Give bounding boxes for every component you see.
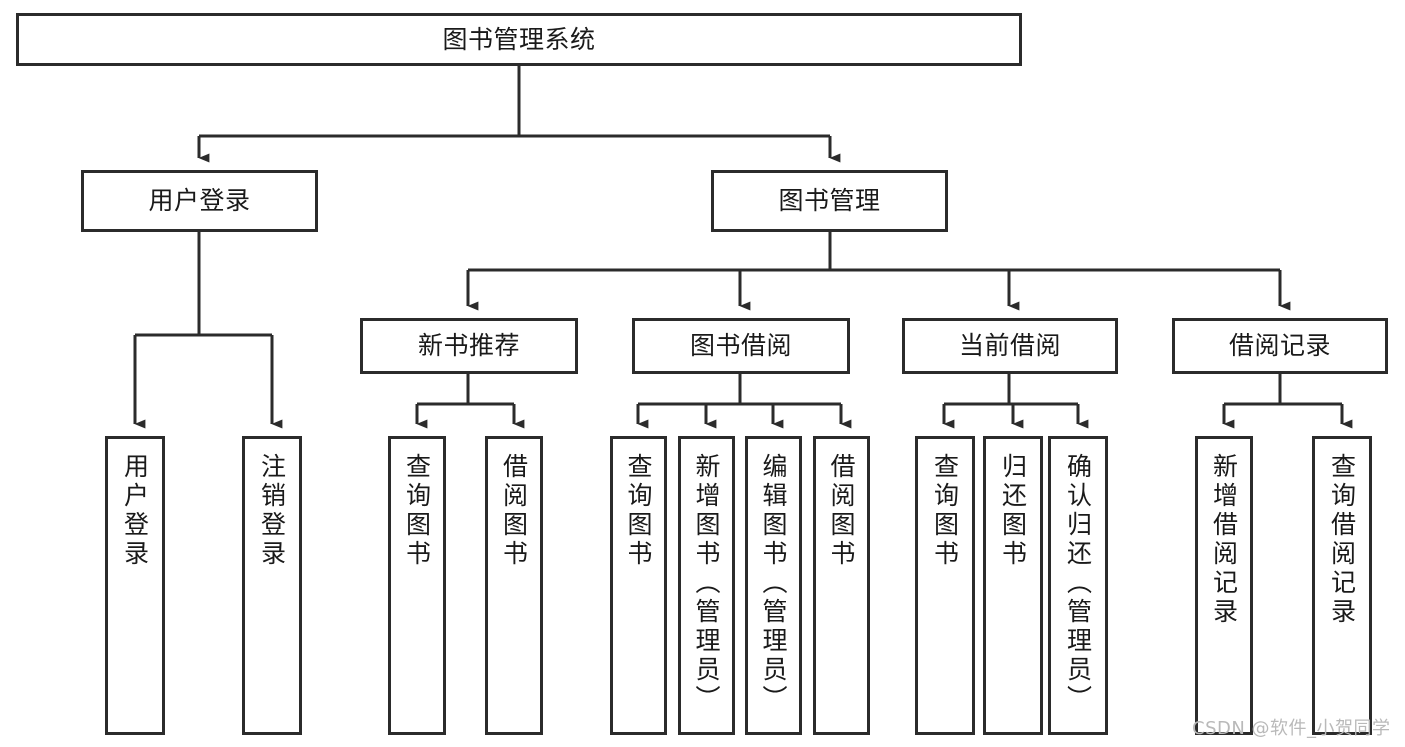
leaf-confirm-return-label: 确认归还（管理员） [1063, 453, 1093, 714]
node-borrow-record[interactable]: 借阅记录 [1172, 318, 1388, 374]
node-new-book-recommend[interactable]: 新书推荐 [360, 318, 578, 374]
leaf-edit-book[interactable]: 编辑图书（管理员） [745, 436, 802, 735]
leaf-query-book-current-label: 查询图书 [930, 453, 960, 569]
leaf-borrow-book-label: 借阅图书 [827, 453, 856, 569]
node-current-borrow-label: 当前借阅 [958, 331, 1061, 360]
leaf-borrow-book-recommend[interactable]: 借阅图书 [485, 436, 543, 735]
leaf-query-book-borrow-label: 查询图书 [624, 453, 653, 569]
leaf-edit-book-label: 编辑图书（管理员） [759, 453, 788, 714]
leaf-borrow-book[interactable]: 借阅图书 [813, 436, 870, 735]
node-user-login-label: 用户登录 [148, 186, 251, 215]
leaf-return-book-label: 归还图书 [998, 453, 1028, 569]
leaf-user-login[interactable]: 用户登录 [105, 436, 165, 735]
node-current-borrow[interactable]: 当前借阅 [902, 318, 1118, 374]
leaf-borrow-book-recommend-label: 借阅图书 [499, 453, 529, 569]
leaf-return-book[interactable]: 归还图书 [983, 436, 1043, 735]
node-user-login[interactable]: 用户登录 [81, 170, 318, 232]
leaf-query-book-current[interactable]: 查询图书 [915, 436, 975, 735]
leaf-query-borrow-record-label: 查询借阅记录 [1327, 453, 1357, 627]
leaf-add-book-label: 新增图书（管理员） [692, 453, 721, 714]
node-book-management-label: 图书管理 [778, 186, 881, 215]
leaf-confirm-return[interactable]: 确认归还（管理员） [1048, 436, 1108, 735]
leaf-query-book-borrow[interactable]: 查询图书 [610, 436, 667, 735]
leaf-query-book-recommend[interactable]: 查询图书 [388, 436, 446, 735]
node-book-borrow-label: 图书借阅 [689, 331, 792, 360]
node-new-book-recommend-label: 新书推荐 [417, 331, 520, 360]
leaf-user-login-label: 用户登录 [120, 453, 150, 569]
node-root[interactable]: 图书管理系统 [16, 13, 1022, 66]
leaf-add-borrow-record[interactable]: 新增借阅记录 [1195, 436, 1253, 735]
leaf-logout-label: 注销登录 [257, 453, 287, 569]
leaf-add-borrow-record-label: 新增借阅记录 [1209, 453, 1239, 627]
node-book-management[interactable]: 图书管理 [711, 170, 948, 232]
leaf-query-book-recommend-label: 查询图书 [402, 453, 432, 569]
node-borrow-record-label: 借阅记录 [1228, 331, 1331, 360]
csdn-watermark: CSDN @软件_小贺同学 [1192, 718, 1391, 739]
leaf-query-borrow-record[interactable]: 查询借阅记录 [1312, 436, 1372, 735]
leaf-add-book[interactable]: 新增图书（管理员） [678, 436, 735, 735]
node-root-label: 图书管理系统 [442, 24, 596, 54]
leaf-logout[interactable]: 注销登录 [242, 436, 302, 735]
node-book-borrow[interactable]: 图书借阅 [632, 318, 850, 374]
